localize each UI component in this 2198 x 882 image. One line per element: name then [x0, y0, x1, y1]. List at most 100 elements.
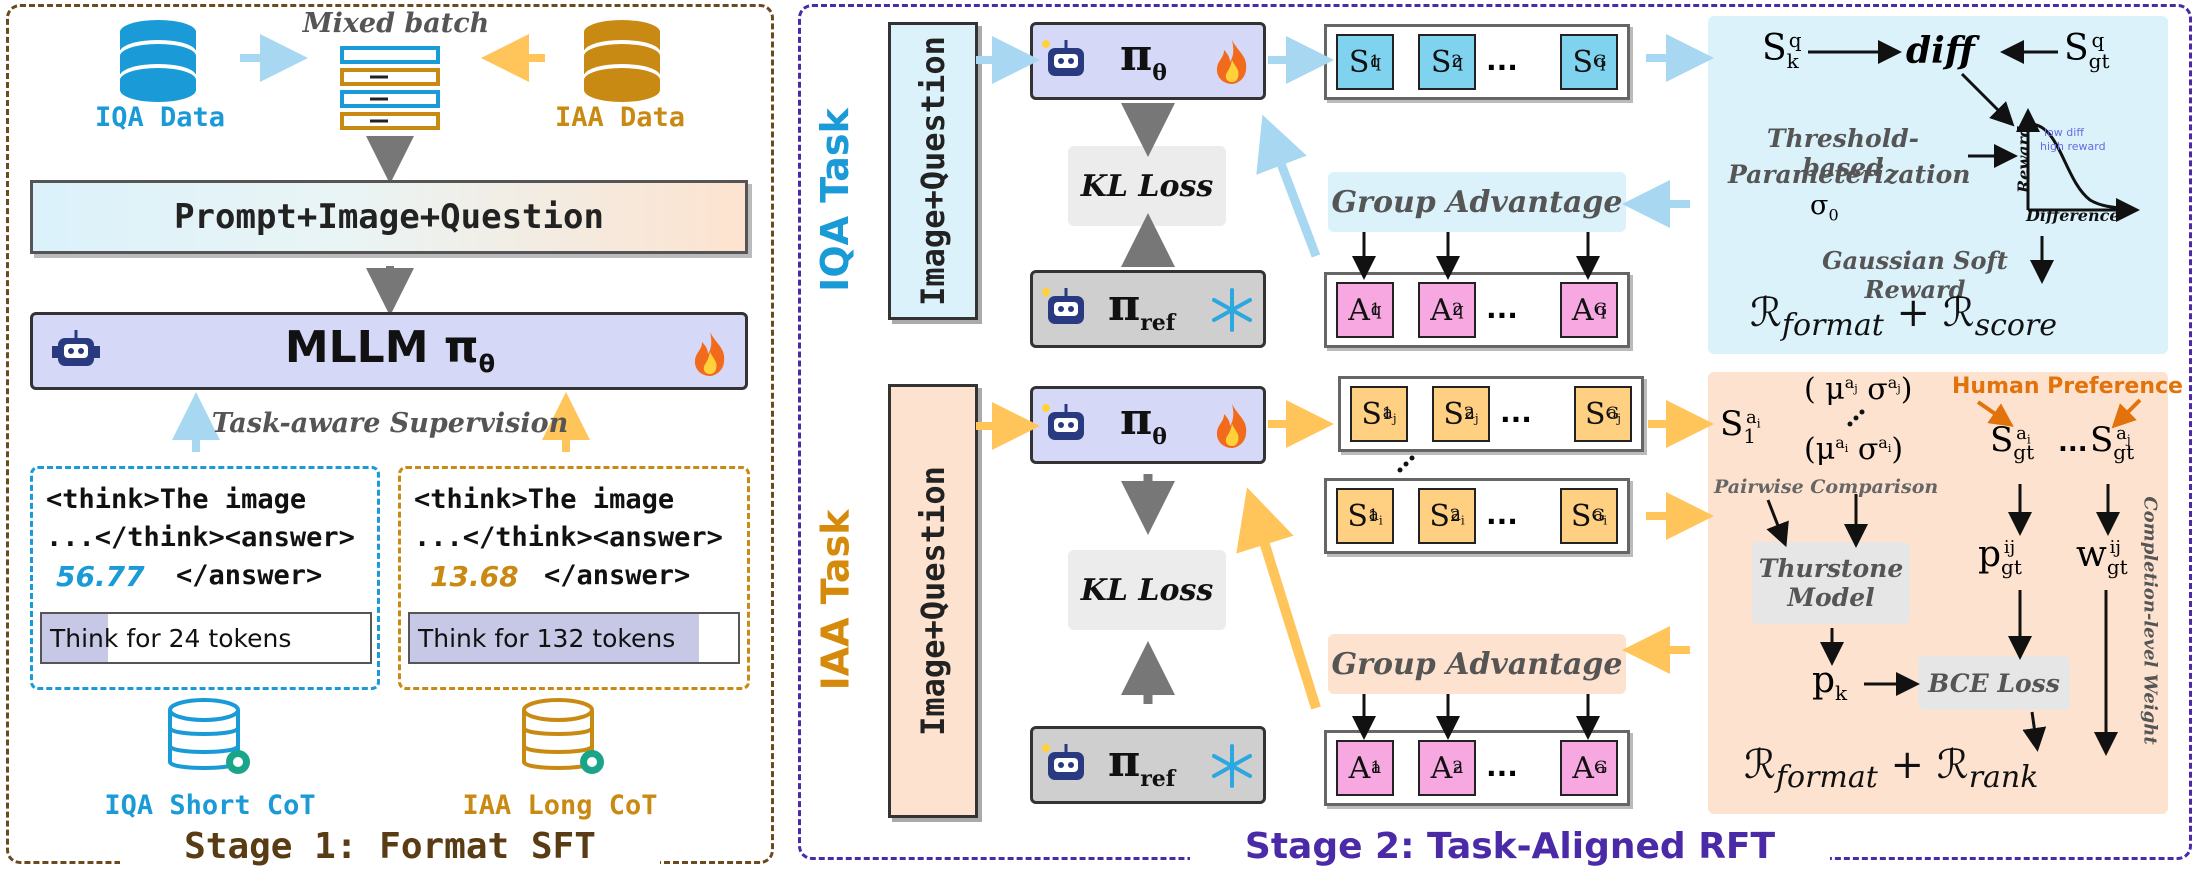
- pgt-label: pgtij: [1978, 534, 2022, 580]
- iqa-group-advantage-box: Group Advantage: [1328, 172, 1626, 232]
- iaa-kl-loss-box: KL Loss: [1068, 550, 1226, 630]
- pi-symbol: π: [1120, 394, 1153, 445]
- mllm-text: MLLM π: [284, 322, 479, 373]
- iqa-cot-database-icon: [168, 698, 250, 774]
- iaa-reward-formula: ℛformat + ℛrank: [1744, 742, 2039, 795]
- iqa-adv-ellipsis: ...: [1486, 292, 1518, 325]
- iqa-example-close: </answer>: [176, 560, 323, 591]
- fire-icon: [694, 332, 725, 376]
- sigma-symbol: σ: [1810, 190, 1829, 221]
- iqa-formula-score: score: [1974, 308, 2058, 343]
- iqa-example-score: 56.77: [56, 560, 145, 593]
- ref-sub: ref: [1140, 309, 1176, 336]
- iqa-example-line1: <think>The image: [46, 484, 307, 515]
- iqa-database-icon: [120, 20, 196, 102]
- iqa-ref-label: πref: [1108, 280, 1175, 336]
- theta-sub: θ: [1152, 423, 1167, 450]
- iqa-score-ellipsis: ...: [1486, 44, 1518, 77]
- iaa-example-line2: ...</think><answer>: [414, 522, 723, 553]
- iaa-token-bar-fill: [410, 614, 699, 662]
- iaa-sgt-i-label: Sgtai: [1990, 420, 2035, 464]
- robot-icon: [52, 330, 100, 366]
- iaa-policy-label: πθ: [1120, 394, 1167, 450]
- reward-note-1: low diff: [2044, 126, 2084, 139]
- iqa-sgt-label: Sgtq: [2064, 28, 2110, 74]
- iqa-token-text: Think for 24 tokens: [50, 624, 292, 653]
- iqa-token-bar-fill: [42, 614, 108, 662]
- iaa-s1-label: S1ai: [1720, 404, 1761, 448]
- iaa-group-advantage-box: Group Advantage: [1328, 634, 1626, 694]
- iqa-example-box: [30, 466, 380, 690]
- pi-symbol: π: [1108, 280, 1141, 331]
- iaa-example-close: </answer>: [544, 560, 691, 591]
- robot-icon: [1042, 288, 1084, 324]
- iaa-sgt-ellipsis: ...: [2058, 428, 2088, 458]
- prompt-bar-text: Prompt+Image+Question: [174, 197, 604, 237]
- reward-note-2: high reward: [2040, 140, 2106, 153]
- iaa-cot-database-icon: [522, 698, 604, 774]
- iaa-score-i-ellipsis: ...: [1486, 498, 1518, 531]
- iaa-token-bar: Think for 132 tokens: [408, 612, 740, 664]
- iaa-formula-rank: rank: [1968, 760, 2039, 795]
- iqa-data-label: IQA Data: [94, 102, 226, 133]
- robot-icon: [1042, 40, 1084, 76]
- stage1-title: Stage 1: Format SFT: [120, 826, 660, 867]
- iaa-sgt-j-label: Sgtaj: [2090, 420, 2135, 464]
- iaa-example-score: 13.68: [430, 560, 519, 593]
- pairwise-label: Pairwise Comparison: [1714, 476, 1939, 498]
- iqa-diff-label: diff: [1906, 30, 1975, 72]
- fire-icon: [1216, 40, 1247, 84]
- difference-axis-label: Difference: [2026, 206, 2120, 225]
- iaa-mu-sigma-i: (μai σai): [1804, 432, 1904, 467]
- iqa-example-line2: ...</think><answer>: [46, 522, 355, 553]
- wgt-label: wgtij: [2076, 534, 2128, 580]
- iaa-database-icon: [584, 20, 660, 102]
- mllm-title: MLLM πθ: [240, 322, 540, 378]
- pk-label: pk: [1812, 660, 1848, 706]
- threshold-label-2: Parameterization: [1728, 160, 1971, 189]
- iaa-cot-label: IAA Long CoT: [462, 790, 658, 821]
- iaa-group-advantage-text: Group Advantage: [1331, 646, 1623, 682]
- thurstone-box: Thurstone Model: [1752, 542, 1910, 624]
- iaa-ref-label: πref: [1108, 736, 1175, 792]
- mllm-theta: θ: [478, 349, 496, 378]
- fire-icon: [1216, 404, 1247, 448]
- threshold-label-1: Threshold-based: [1766, 124, 1920, 182]
- iqa-sk-label: Skq: [1762, 28, 1802, 74]
- gaussian-label: Gaussian Soft Reward: [1822, 246, 2008, 304]
- bce-loss-text: BCE Loss: [1928, 668, 2060, 698]
- snowflake-icon: [1212, 744, 1252, 788]
- iaa-example-line1: <think>The image: [414, 484, 675, 515]
- iqa-cot-label: IQA Short CoT: [104, 790, 316, 821]
- iqa-token-bar: Think for 24 tokens: [40, 612, 372, 664]
- pi-symbol: π: [1120, 30, 1153, 81]
- iqa-reward-panel: [1708, 16, 2168, 354]
- iaa-token-text: Think for 132 tokens: [418, 624, 676, 653]
- theta-sub: θ: [1152, 59, 1167, 86]
- iaa-example-box: [398, 466, 750, 690]
- iqa-kl-loss-text: KL Loss: [1080, 168, 1214, 204]
- sigma-label: σ0: [1810, 190, 1839, 224]
- snowflake-icon: [1212, 288, 1252, 332]
- supervision-label: Task-aware Supervision: [211, 408, 569, 439]
- pi-symbol: π: [1108, 736, 1141, 787]
- bce-loss-box: BCE Loss: [1918, 656, 2070, 710]
- iqa-policy-label: πθ: [1120, 30, 1167, 86]
- iaa-kl-loss-text: KL Loss: [1080, 572, 1214, 608]
- robot-icon: [1042, 404, 1084, 440]
- iqa-reward-formula: ℛformat + ℛscore: [1750, 290, 2058, 343]
- iqa-formula-format: format: [1781, 308, 1884, 343]
- iaa-score-j-ellipsis: ...: [1500, 396, 1532, 429]
